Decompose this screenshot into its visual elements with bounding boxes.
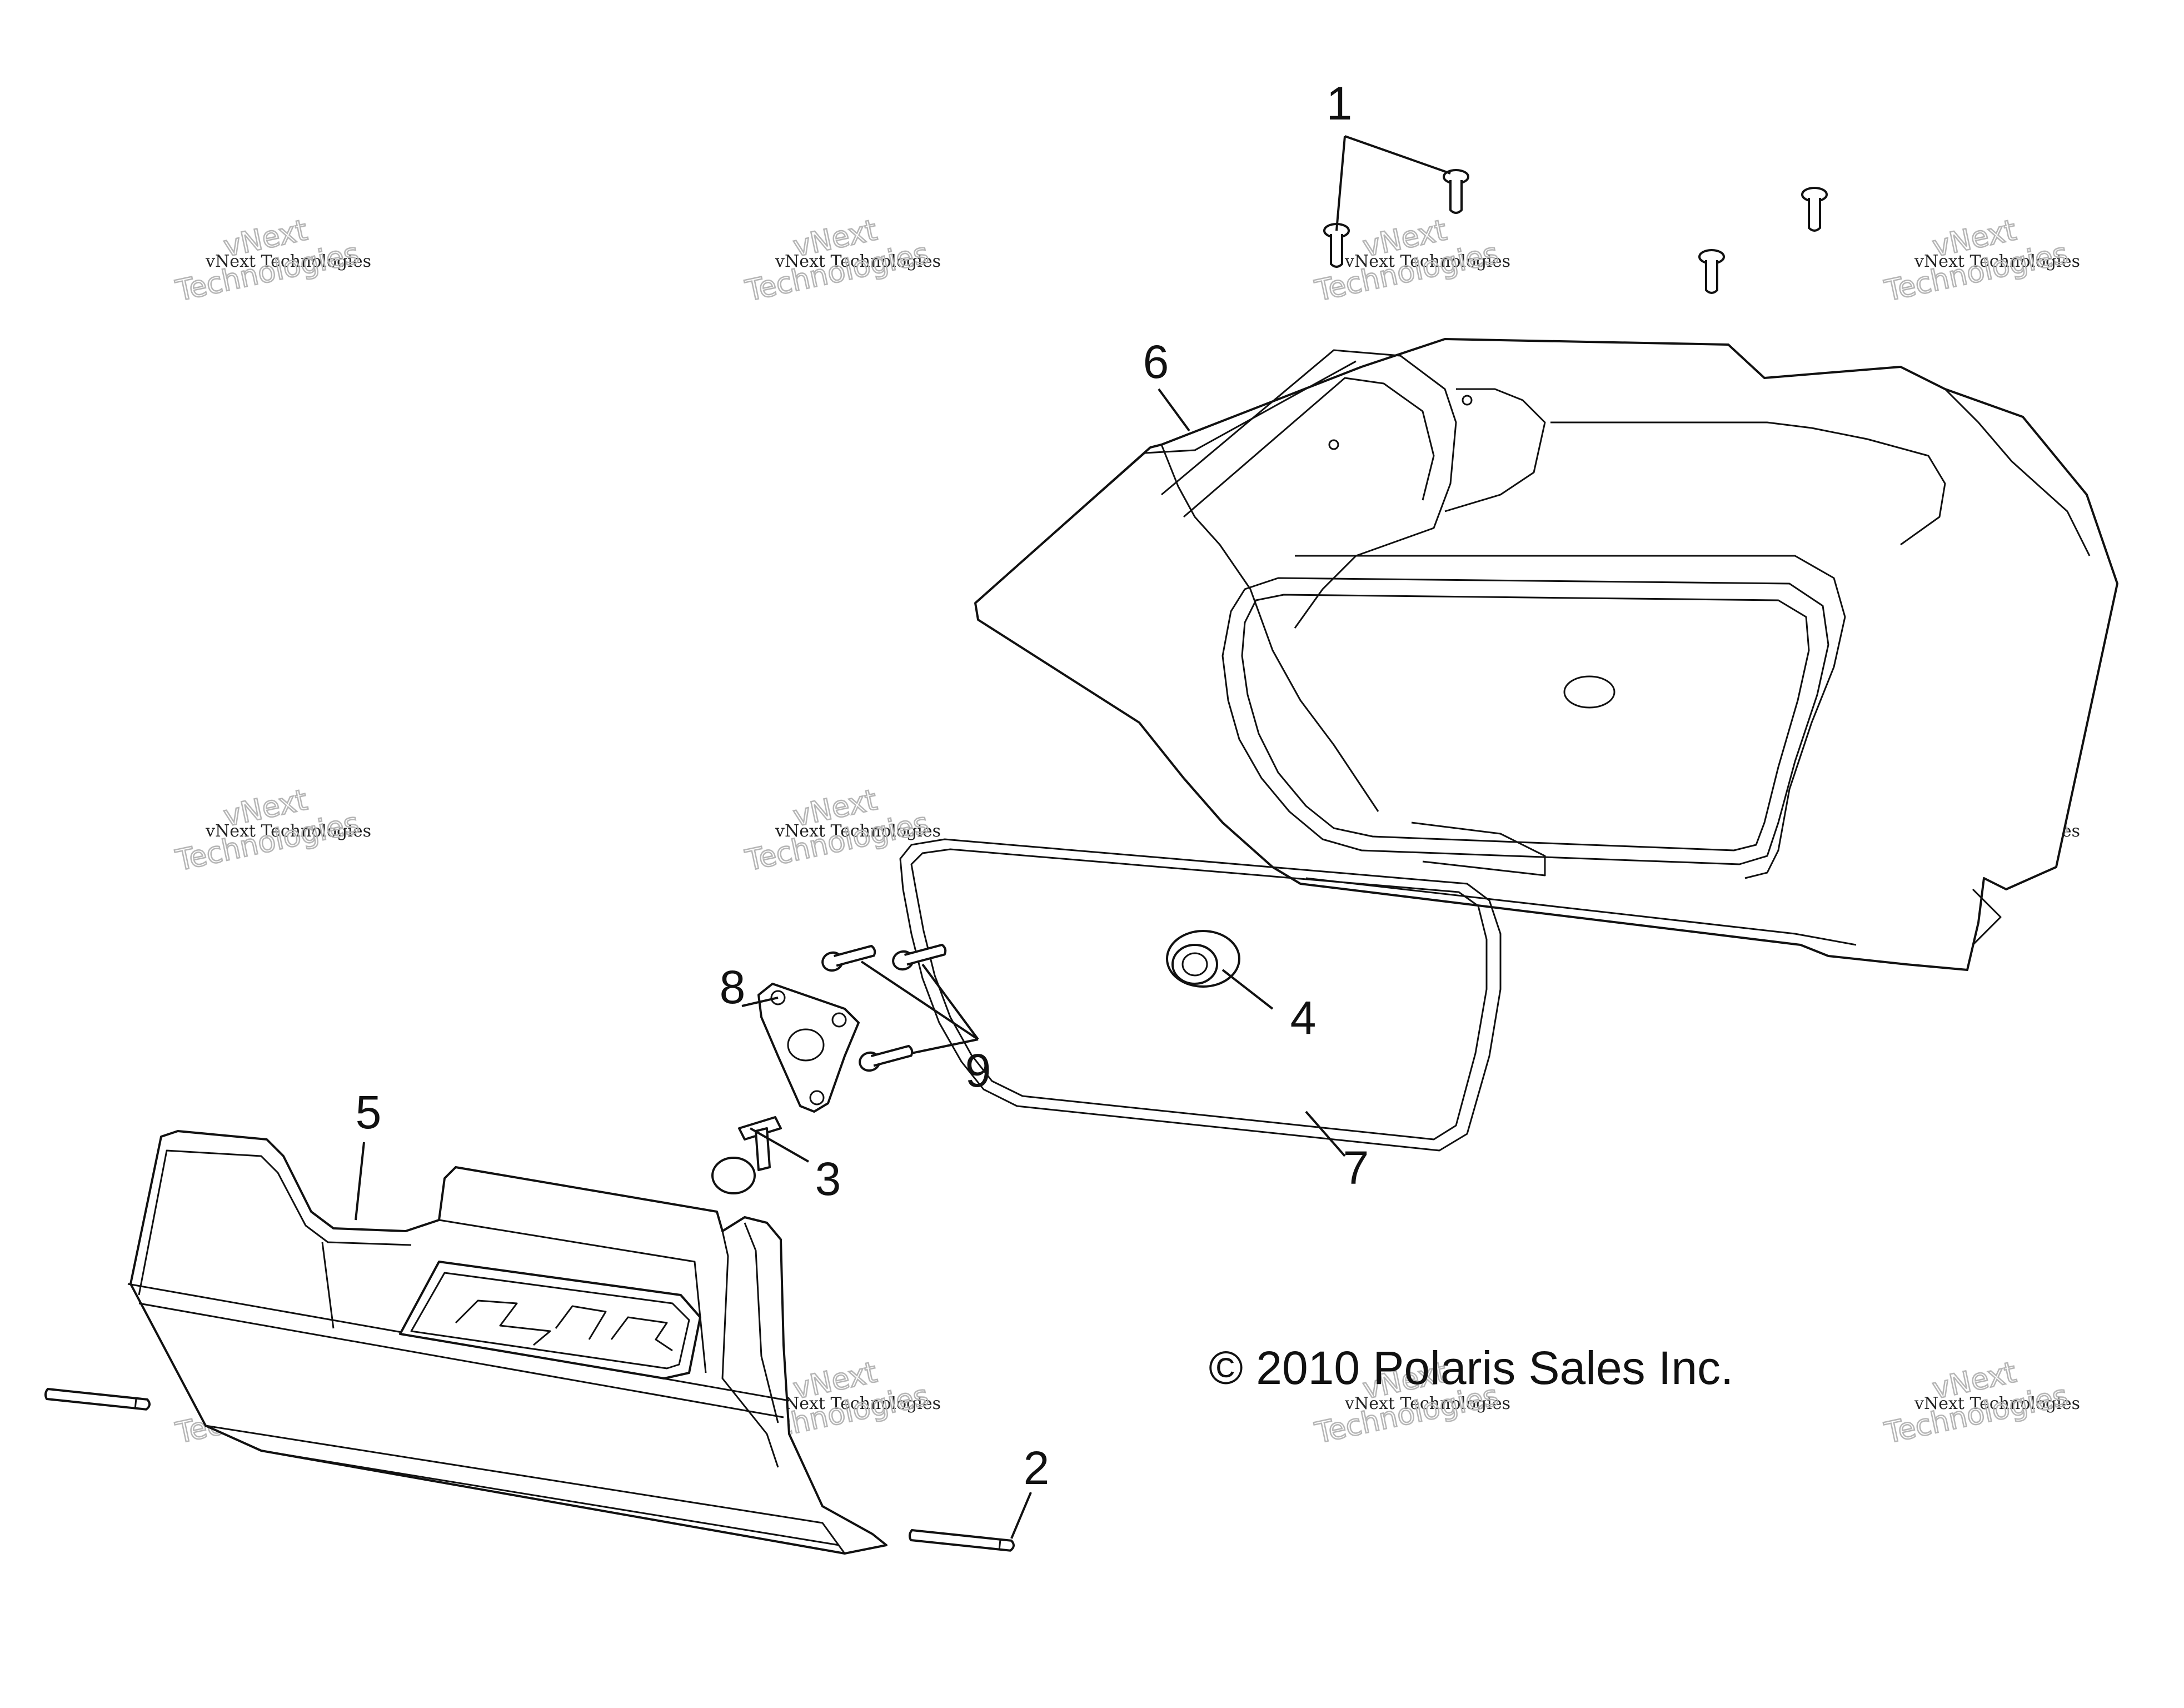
watermark: vNext Technologies vNext Technologies (1881, 1355, 2080, 1451)
leader-line-3 (750, 1127, 809, 1163)
leader-lines (355, 135, 1451, 1539)
watermark-text: vNext Technologies (1914, 1394, 2080, 1413)
callouts: 1 2 3 4 5 6 7 8 9 (356, 77, 1369, 1494)
watermark: vNext Technologies vNext Technologies (1881, 213, 2080, 308)
callout-7: 7 (1343, 1142, 1369, 1194)
leader-line-9 (860, 960, 979, 1054)
callout-6: 6 (1143, 336, 1169, 388)
watermark-text: vNext Technologies (205, 821, 371, 841)
push-rivet-icon[interactable] (711, 1116, 782, 1194)
watermark: vNext Technologies vNext Technologies (742, 783, 941, 878)
screw-icon[interactable] (1698, 249, 1725, 294)
watermark-text: vNext Technologies (1344, 1394, 1510, 1413)
callout-1: 1 (1327, 77, 1353, 130)
grommet-icon[interactable] (1166, 930, 1240, 988)
callout-3: 3 (815, 1153, 841, 1205)
leader-line-5 (355, 1142, 365, 1221)
seal-gasket-icon[interactable] (899, 838, 1502, 1152)
latch-bracket-icon[interactable] (757, 983, 860, 1113)
screw-icon[interactable] (1443, 169, 1469, 214)
glove-box-housing-icon[interactable] (974, 338, 2118, 971)
callout-4: 4 (1290, 992, 1317, 1044)
watermark-text: vNext Technologies (775, 1394, 941, 1413)
screw-icon[interactable] (1801, 187, 1828, 232)
screw-icon[interactable] (891, 940, 947, 972)
glove-box-door-icon[interactable] (127, 1130, 887, 1555)
watermark-text: vNext Technologies (775, 252, 941, 271)
callout-5: 5 (356, 1086, 382, 1138)
leader-line-6 (1158, 388, 1190, 432)
callout-9: 9 (965, 1044, 991, 1097)
callout-8: 8 (720, 961, 746, 1013)
watermark: vNext Technologies vNext Technologies (172, 783, 371, 878)
leader-line-2 (1010, 1492, 1032, 1539)
leader-line-7 (1305, 1111, 1346, 1157)
watermark: vNext Technologies vNext Technologies (172, 213, 371, 308)
watermark-text: vNext Technologies (775, 821, 941, 841)
screw-icon[interactable] (820, 942, 876, 973)
screw-icon[interactable] (857, 1042, 914, 1073)
callout-2: 2 (1024, 1442, 1050, 1494)
leader-line-4 (1221, 969, 1274, 1010)
watermark-text: vNext Technologies (205, 252, 371, 271)
copyright-notice: © 2010 Polaris Sales Inc. (1209, 1342, 1733, 1394)
watermark: vNext Technologies vNext Technologies (742, 213, 941, 308)
leader-line-8 (741, 997, 779, 1007)
pin-icon[interactable] (44, 1388, 151, 1411)
watermark-text: vNext Technologies (1914, 252, 2080, 271)
watermark-text: vNext Technologies (1344, 252, 1510, 271)
leader-line-1 (1335, 135, 1451, 231)
pin-icon[interactable] (908, 1529, 1015, 1552)
